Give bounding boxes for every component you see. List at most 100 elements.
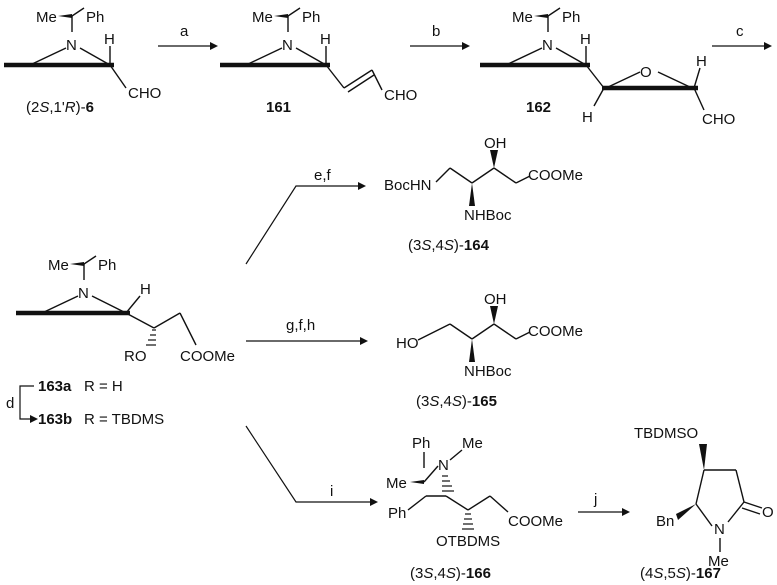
- compound-label-161: 161: [266, 99, 291, 116]
- bond: [605, 71, 641, 89]
- reagent-j: j: [593, 491, 597, 508]
- ester-group: COOMe: [180, 348, 235, 365]
- bond: [83, 255, 97, 265]
- phenyl-group: Ph: [302, 9, 320, 26]
- hydroxyl-group: OH: [484, 135, 507, 152]
- reagent-d: d: [6, 395, 14, 412]
- compound-162: Me Ph N H O H H CHO 162: [480, 7, 735, 128]
- stereo-wedge: [469, 339, 475, 362]
- bond: [693, 67, 701, 89]
- stereo-hash: [442, 475, 454, 492]
- reaction-arrow-ef: e,f: [245, 167, 366, 265]
- reaction-arrow-j: j: [578, 491, 630, 516]
- reaction-arrow-a: a: [158, 23, 218, 50]
- double-bond: [343, 69, 373, 89]
- stereo-wedge: [534, 14, 548, 18]
- bond: [153, 312, 181, 329]
- bond: [287, 7, 301, 17]
- hydrogen-atom: H: [104, 31, 115, 48]
- reagent-i: i: [330, 483, 333, 500]
- methyl-group: Me: [708, 553, 729, 570]
- bond: [423, 465, 439, 483]
- oxygen-atom: O: [640, 64, 652, 81]
- compound-163: Me Ph N H RO COOMe 163a R = H 163b R = T…: [16, 255, 235, 428]
- reagent-b: b: [432, 23, 440, 40]
- compound-164: BocHN NHBoc OH COOMe (3S,4S)-164: [384, 135, 583, 254]
- stereo-hash: [146, 329, 156, 346]
- nitrogen-atom: N: [714, 521, 725, 538]
- nhboc-group: NHBoc: [464, 363, 512, 380]
- compound-6: Me Ph N H CHO (2S,1'R)-6: [4, 7, 161, 116]
- hydroxyl-group: OH: [484, 291, 507, 308]
- bond: [91, 295, 127, 314]
- nitrogen-atom: N: [542, 37, 553, 54]
- bond: [593, 87, 605, 107]
- reaction-arrow-b: b: [410, 23, 470, 50]
- hydrogen-atom: H: [582, 109, 593, 126]
- bond: [471, 323, 495, 340]
- methyl-group: Me: [512, 9, 533, 26]
- stereo-wedge: [469, 183, 475, 206]
- bond: [371, 69, 383, 91]
- bond: [79, 47, 111, 66]
- compound-label-166: (3S,4S)-166: [410, 565, 491, 582]
- bond: [445, 495, 469, 511]
- phenyl-group: Ph: [388, 505, 406, 522]
- stereo-wedge: [70, 262, 84, 266]
- stereo-wedge: [274, 14, 288, 18]
- stereo-wedge: [490, 150, 498, 168]
- compound-label-163b: 163b: [38, 411, 72, 428]
- nitrogen-atom: N: [78, 285, 89, 302]
- nitrogen-atom: N: [282, 37, 293, 54]
- bond: [515, 331, 531, 340]
- stereo-wedge: [676, 504, 696, 520]
- r-group-163a: R = H: [84, 378, 123, 395]
- nitrogen-atom: N: [66, 37, 77, 54]
- bond: [515, 175, 531, 184]
- alkoxy-group: RO: [124, 348, 147, 365]
- bond: [493, 323, 517, 340]
- stereo-wedge: [490, 306, 498, 324]
- reaction-arrow-d: d: [6, 385, 38, 423]
- aldehyde-group: CHO: [128, 85, 161, 102]
- bond: [467, 495, 491, 511]
- double-bond: [741, 507, 761, 515]
- hydrogen-atom: H: [696, 53, 707, 70]
- bond: [179, 312, 197, 346]
- stereo-wedge: [410, 480, 424, 484]
- reagent-c: c: [736, 23, 744, 40]
- hydrogen-atom: H: [140, 281, 151, 298]
- phenyl-group: Ph: [98, 257, 116, 274]
- methyl-group: Me: [386, 475, 407, 492]
- bond: [657, 71, 693, 89]
- reaction-arrow-i: i: [245, 425, 378, 506]
- compound-label-164: (3S,4S)-164: [408, 237, 490, 254]
- bond: [29, 47, 67, 66]
- compound-label-6: (2S,1'R)-6: [26, 99, 94, 116]
- ester-group: COOMe: [528, 167, 583, 184]
- methyl-group: Me: [36, 9, 57, 26]
- methyl-group: Me: [252, 9, 273, 26]
- bond: [295, 47, 327, 66]
- hydrogen-atom: H: [320, 31, 331, 48]
- bond: [555, 47, 587, 66]
- carbonyl-oxygen: O: [762, 504, 774, 521]
- bond: [735, 469, 745, 503]
- reagent-a: a: [180, 23, 189, 40]
- ester-group: COOMe: [508, 513, 563, 530]
- silyl-ether-group: TBDMSO: [634, 425, 698, 442]
- bond: [407, 495, 427, 511]
- compound-label-162: 162: [526, 99, 551, 116]
- bond: [493, 167, 517, 184]
- bond: [41, 295, 79, 314]
- bond: [435, 167, 451, 183]
- phenyl-group: Ph: [562, 9, 580, 26]
- bond: [449, 323, 473, 340]
- bond: [109, 64, 127, 89]
- compound-166: Ph Me N Me Ph OTBDMS COOMe (3S,4S)-166: [386, 435, 563, 582]
- bond: [585, 64, 605, 89]
- ester-group: COOMe: [528, 323, 583, 340]
- silyl-ether-group: OTBDMS: [436, 533, 500, 550]
- compound-167: TBDMSO O N Bn Me (4S,5S)-167: [634, 425, 774, 582]
